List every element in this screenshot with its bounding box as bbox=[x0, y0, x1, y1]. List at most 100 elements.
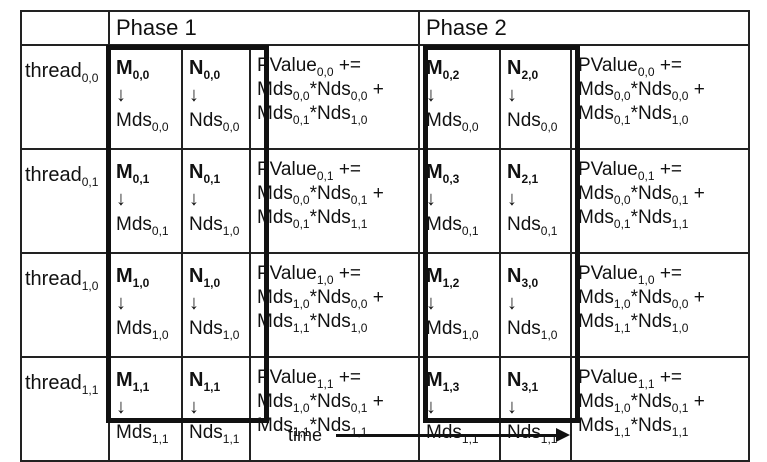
pvalue-line: PValue1,1 += bbox=[257, 366, 417, 390]
add-operator: + bbox=[688, 183, 705, 204]
pvalue-name: PValue bbox=[257, 55, 317, 76]
phase2-n-source-index: 2,1 bbox=[521, 172, 539, 186]
phase1-m-store-name: Mds bbox=[116, 110, 152, 131]
mds-index: 0,1 bbox=[613, 113, 631, 127]
pvalue-cell: PValue1,0 +=Mds1,0*Nds0,0 +Mds1,1*Nds1,0 bbox=[570, 252, 750, 358]
phase1-m-store-name: Mds bbox=[116, 214, 152, 235]
add-assign-operator: += bbox=[333, 367, 362, 388]
thread-name: thread bbox=[25, 372, 82, 394]
nds-index: 0,1 bbox=[350, 193, 368, 207]
mds-index: 1,1 bbox=[613, 425, 631, 439]
phase2-n-source-index: 3,1 bbox=[521, 380, 539, 394]
mds-index: 1,1 bbox=[292, 425, 310, 439]
phase1-m-store-index: 0,0 bbox=[151, 120, 169, 134]
nds-name: Nds bbox=[638, 79, 672, 100]
multiply-operator: * bbox=[309, 311, 317, 332]
phase1-n-store-name: Nds bbox=[189, 422, 223, 443]
mds-index: 0,1 bbox=[292, 113, 310, 127]
nds-name: Nds bbox=[317, 79, 351, 100]
add-assign-operator: += bbox=[654, 263, 683, 284]
phase2-n-store-name: Nds bbox=[507, 422, 541, 443]
phase2-n-shared-store: Nds0,1 bbox=[507, 214, 557, 237]
phase1-n-matrix-name: N bbox=[189, 57, 204, 79]
pvalue-index: 0,1 bbox=[316, 169, 334, 183]
pvalue-index: 1,0 bbox=[316, 273, 334, 287]
phase2-n-load-cell: N2,0↓Nds0,0 bbox=[499, 44, 572, 150]
pvalue-index: 0,1 bbox=[637, 169, 655, 183]
pvalue-index: 0,0 bbox=[316, 65, 334, 79]
nds-name: Nds bbox=[638, 207, 672, 228]
add-assign-operator: += bbox=[333, 263, 362, 284]
phase1-n-source-element: N1,1 bbox=[189, 369, 221, 394]
multiply-operator: * bbox=[630, 287, 638, 308]
phase2-m-source-index: 1,3 bbox=[442, 380, 460, 394]
nds-index: 1,1 bbox=[671, 425, 689, 439]
phase2-n-store-name: Nds bbox=[507, 214, 541, 235]
mds-name: Mds bbox=[578, 311, 614, 332]
phase2-m-load-cell: M1,3↓Mds1,1 bbox=[418, 356, 501, 462]
phase2-m-source-element: M1,2 bbox=[426, 265, 459, 289]
phase1-m-shared-store: Mds1,0 bbox=[116, 318, 169, 341]
phase1-m-matrix-name: M bbox=[116, 57, 133, 79]
mds-name: Mds bbox=[578, 183, 614, 204]
product-term-1: Mds1,0*Nds0,0 + bbox=[257, 286, 417, 311]
mds-name: Mds bbox=[257, 103, 293, 124]
down-arrow-icon: ↓ bbox=[116, 292, 126, 314]
pvalue-cell: PValue0,1 +=Mds0,0*Nds0,1 +Mds0,1*Nds1,1 bbox=[570, 148, 750, 254]
nds-index: 1,0 bbox=[350, 113, 368, 127]
time-arrow bbox=[336, 427, 571, 442]
phase2-n-source-element: N2,0 bbox=[507, 57, 538, 81]
phase1-m-source-element: M1,0 bbox=[116, 265, 149, 289]
down-arrow-icon: ↓ bbox=[116, 84, 126, 106]
nds-index: 0,0 bbox=[350, 297, 368, 311]
pvalue-line: PValue0,1 += bbox=[257, 158, 417, 183]
phase2-n-shared-store: Nds0,0 bbox=[507, 110, 557, 133]
phase2-m-source-element: M1,3 bbox=[426, 369, 460, 394]
nds-index: 0,0 bbox=[350, 89, 368, 103]
phase1-n-store-index: 1,0 bbox=[222, 224, 240, 238]
mds-name: Mds bbox=[257, 183, 293, 204]
product-term-1: Mds1,0*Nds0,0 + bbox=[578, 286, 747, 310]
down-arrow-icon: ↓ bbox=[507, 292, 517, 314]
down-arrow-icon: ↓ bbox=[189, 396, 199, 418]
phase2-m-matrix-name: M bbox=[426, 57, 443, 79]
nds-index: 0,0 bbox=[671, 89, 689, 103]
multiply-operator: * bbox=[630, 207, 638, 228]
pvalue-line: PValue1,0 += bbox=[578, 262, 747, 286]
down-arrow-icon: ↓ bbox=[426, 188, 436, 210]
time-axis: time bbox=[288, 424, 571, 446]
phase2-n-store-name: Nds bbox=[507, 318, 541, 339]
nds-index: 0,1 bbox=[671, 193, 689, 207]
add-assign-operator: += bbox=[654, 159, 683, 180]
header-corner bbox=[20, 10, 110, 46]
pvalue-cell: PValue1,0 +=Mds1,0*Nds0,0 +Mds1,1*Nds1,0 bbox=[249, 252, 420, 358]
phase2-m-source-element: M0,2 bbox=[426, 57, 459, 81]
phase1-m-source-element: M1,1 bbox=[116, 369, 149, 393]
nds-name: Nds bbox=[317, 103, 351, 124]
nds-index: 0,1 bbox=[350, 401, 368, 415]
phase1-n-source-element: N0,1 bbox=[189, 161, 220, 185]
mds-name: Mds bbox=[578, 103, 614, 124]
add-assign-operator: += bbox=[654, 367, 683, 388]
phase1-n-store-index: 1,0 bbox=[222, 328, 240, 342]
phase1-n-store-name: Nds bbox=[189, 110, 223, 131]
add-assign-operator: += bbox=[654, 55, 683, 76]
thread-index: 1,1 bbox=[81, 383, 99, 397]
phase2-n-matrix-name: N bbox=[507, 57, 522, 79]
phase1-m-store-index: 0,1 bbox=[151, 224, 169, 238]
phase1-n-shared-store: Nds0,0 bbox=[189, 110, 239, 133]
down-arrow-icon: ↓ bbox=[116, 396, 126, 418]
pvalue-line: PValue1,0 += bbox=[257, 262, 417, 287]
phase1-m-load-cell: M0,1↓Mds0,1 bbox=[108, 148, 183, 254]
mds-index: 1,1 bbox=[292, 321, 310, 335]
phase1-m-store-name: Mds bbox=[116, 318, 152, 339]
phase2-m-source-element: M0,3 bbox=[426, 161, 459, 185]
mds-index: 1,0 bbox=[292, 297, 310, 311]
multiply-operator: * bbox=[630, 391, 638, 412]
pvalue-name: PValue bbox=[578, 55, 638, 76]
phase1-n-source-index: 1,1 bbox=[203, 380, 221, 394]
phase2-n-store-index: 1,0 bbox=[540, 328, 558, 342]
